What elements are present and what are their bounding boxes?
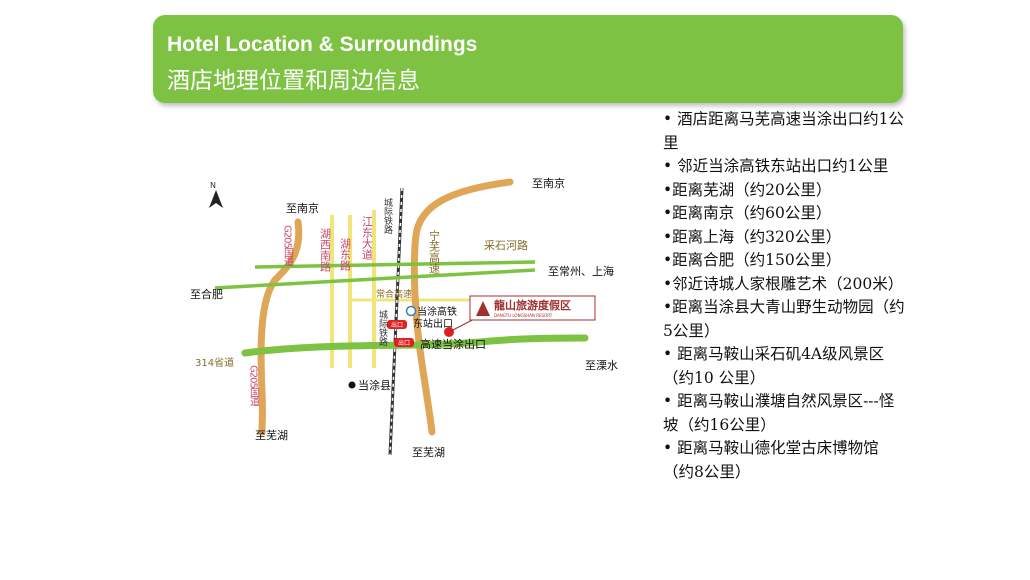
railway-top-label: 城际铁路 <box>382 198 393 235</box>
info-list-item: • 距离马鞍山采石矶4A级风景区（约10 公里） <box>663 345 885 387</box>
provincial-314-label: 314省道 <box>195 356 234 369</box>
hudong-road-label: 湖东路 <box>339 238 352 272</box>
hotel-label-box <box>469 295 596 321</box>
dangtu-county-label: 当涂县 <box>358 378 391 392</box>
to-wuhu-left: 至芜湖 <box>255 428 288 442</box>
middle-green-road <box>214 268 536 290</box>
to-lishui: 至溧水 <box>585 358 618 372</box>
location-map: N 出口 出口 龍山旅游度假区 DANGTU LONGSHAN RESORT 当… <box>190 176 618 459</box>
huxi-nan-road-label: 湖西南路 <box>319 228 332 273</box>
to-nanjing-left: 至南京 <box>286 201 319 215</box>
title-chinese: 酒店地理位置和周边信息 <box>167 68 420 94</box>
exit-badge-expressway <box>394 338 414 347</box>
railway-bottom-label: 城际铁路 <box>377 310 388 347</box>
north-arrow-icon <box>209 190 223 208</box>
info-list-item: • 距离马鞍山德化堂古床博物馆（约8公里） <box>663 439 879 481</box>
to-wuhu-right: 至芜湖 <box>412 445 445 459</box>
expressway-exit-label: 高速当涂出口 <box>420 337 486 351</box>
northern-green-road <box>254 260 536 269</box>
hotel-logo-icon <box>476 301 490 316</box>
exit-badge-expressway-label: 出口 <box>398 339 410 347</box>
jiangdong-avenue-label: 江东大道 <box>361 216 374 260</box>
title-english: Hotel Location & Surroundings <box>167 33 478 56</box>
station-pin-icon <box>405 305 417 317</box>
north-letter: N <box>210 181 216 190</box>
info-list-item: •距离南京（约60公里） <box>663 204 832 222</box>
info-list-item: • 距离马鞍山濮塘自然风景区---怪坡（约16公里） <box>663 392 895 434</box>
dangtu-county-dot <box>348 381 356 389</box>
ningwu-expressway-label: 宁芜高速 <box>428 229 441 274</box>
to-nanjing-right: 至南京 <box>532 176 565 190</box>
to-hefei: 至合肥 <box>190 287 223 301</box>
provincial-314-road <box>241 334 589 357</box>
g205-highway <box>257 218 303 436</box>
to-changzhou-shanghai: 至常州、上海 <box>548 264 614 278</box>
surroundings-info-list: • 酒店距离马芜高速当涂出口约1公里 • 邻近当涂高铁东站出口约1公里 •距离芜湖（… <box>663 108 908 484</box>
g205-bottom-label: G205国道 <box>248 365 260 407</box>
station-exit-label-line1: 当涂高铁 <box>417 305 457 318</box>
g205-top-label: G205国道 <box>282 225 294 267</box>
ningwu-expressway <box>410 178 514 436</box>
info-list-item: •距离上海（约320公里） <box>663 227 842 246</box>
station-exit-label-line2: 东站出口 <box>413 317 453 330</box>
hotel-name: 龍山旅游度假区 <box>494 298 571 312</box>
exit-badge-station-label: 出口 <box>391 321 403 329</box>
info-list-item: •距离芜湖（约20公里） <box>663 180 832 199</box>
info-list-item: •距离合肥（约150公里） <box>663 251 842 269</box>
info-list-item: •距离当涂县大青山野生动物园（约5公里） <box>663 298 905 340</box>
hotel-subtitle: DANGTU LONGSHAN RESORT <box>494 313 553 318</box>
info-list-item: • 酒店距离马芜高速当涂出口约1公里 <box>663 110 904 152</box>
exit-badge-station <box>387 320 407 329</box>
title-banner: Hotel Location & Surroundings 酒店地理位置和周边信… <box>153 15 903 103</box>
info-list-item: •邻近诗城人家根雕艺术（200米） <box>663 274 904 293</box>
info-list-item: • 邻近当涂高铁东站出口约1公里 <box>663 157 889 175</box>
caishihe-road-label: 采石河路 <box>484 239 528 252</box>
changhe-expressway-label: 常合高速 <box>376 288 412 300</box>
